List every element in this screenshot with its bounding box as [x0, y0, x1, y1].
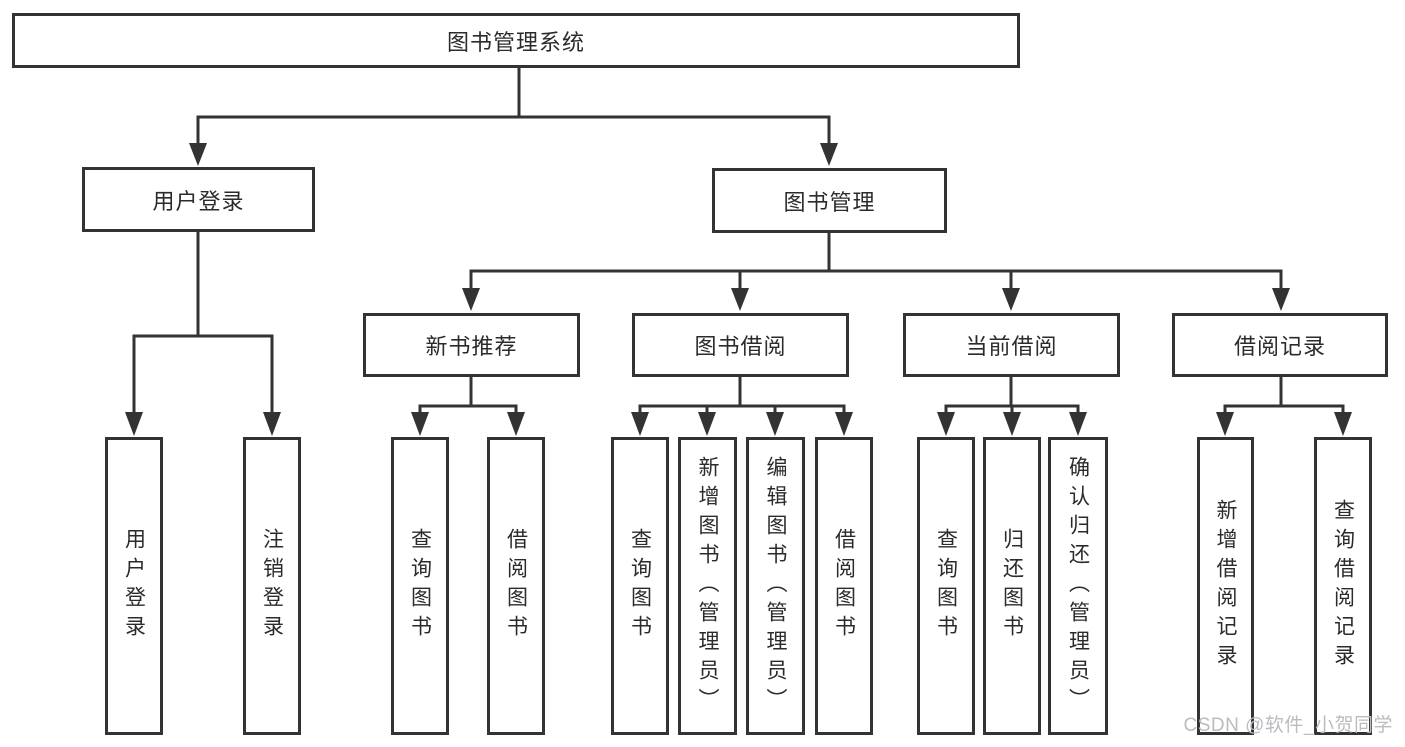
leaf-query-books-borrow: 查询图书 — [611, 437, 669, 735]
node-root-library-system: 图书管理系统 — [12, 13, 1020, 68]
connector-root — [189, 68, 838, 166]
leaf-user-login: 用户登录 — [105, 437, 163, 735]
node-book-borrow: 图书借阅 — [632, 313, 849, 377]
connector-new-book-recommend — [411, 377, 525, 436]
node-new-book-recommend: 新书推荐 — [363, 313, 580, 377]
csdn-watermark: CSDN @软件_小贺同学 — [1183, 715, 1393, 736]
node-user-login: 用户登录 — [82, 167, 315, 232]
node-borrow-record: 借阅记录 — [1172, 313, 1388, 377]
connector-book-borrow — [631, 377, 853, 436]
leaf-add-borrow-record: 新增借阅记录 — [1197, 437, 1254, 735]
leaf-logout: 注销登录 — [243, 437, 301, 735]
node-book-management: 图书管理 — [712, 168, 947, 233]
leaf-edit-books-admin: 编辑图书（管理员） — [746, 437, 805, 735]
leaf-borrow-books: 借阅图书 — [815, 437, 873, 735]
leaf-query-books-current: 查询图书 — [917, 437, 975, 735]
node-current-borrow: 当前借阅 — [903, 313, 1120, 377]
leaf-return-books: 归还图书 — [983, 437, 1041, 735]
leaf-query-books-recommend: 查询图书 — [391, 437, 449, 735]
leaf-confirm-return-admin: 确认归还（管理员） — [1048, 437, 1108, 735]
connector-borrow-record — [1216, 377, 1352, 436]
connector-current-borrow — [937, 377, 1087, 436]
leaf-add-books-admin: 新增图书（管理员） — [678, 437, 737, 735]
connector-user-login — [125, 232, 281, 436]
connector-book-management — [462, 233, 1290, 311]
leaf-borrow-books-recommend: 借阅图书 — [487, 437, 545, 735]
leaf-query-borrow-record: 查询借阅记录 — [1314, 437, 1372, 735]
